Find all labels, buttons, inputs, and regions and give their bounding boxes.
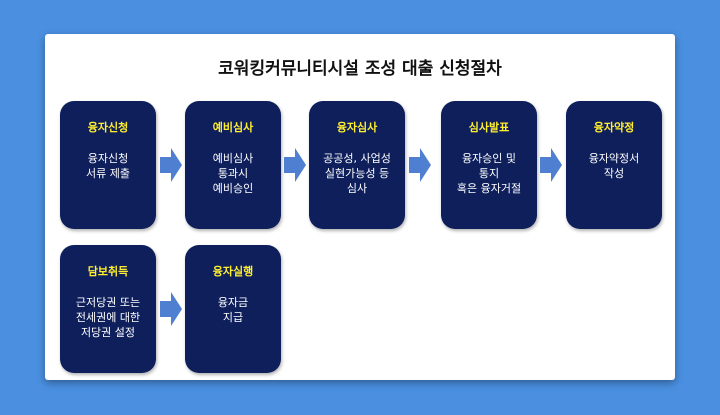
step-box-loan-application: 융자신청 융자신청 서류 제출 (60, 101, 156, 229)
step-box-loan-execution: 융자실행 융자금 지급 (185, 245, 281, 373)
step-title: 융자약정 (593, 121, 635, 134)
step-description: 융자신청 서류 제출 (86, 152, 130, 180)
step-description: 근저당권 또는 전세권에 대한 저당권 설정 (75, 296, 141, 339)
step-description: 융자금 지급 (217, 296, 249, 324)
step-box-loan-agreement: 융자약정 융자약정서 작성 (566, 101, 662, 229)
right-arrow-icon (409, 148, 431, 182)
step-description: 융자승인 및 통지 혹은 융자거절 (456, 152, 522, 195)
step-box-loan-review: 융자심사 공공성, 사업성 실현가능성 등 심사 (309, 101, 405, 229)
step-title: 융자신청 (87, 121, 129, 134)
step-title: 융자심사 (336, 121, 378, 134)
right-arrow-icon (160, 292, 182, 326)
step-title: 융자실행 (212, 265, 254, 278)
diagram-title: 코워킹커뮤니티시설 조성 대출 신청절차 (218, 59, 502, 79)
step-title: 심사발표 (468, 121, 510, 134)
right-arrow-icon (540, 148, 562, 182)
step-box-preliminary-review: 예비심사 예비심사 통과시 예비승인 (185, 101, 281, 229)
right-arrow-icon (160, 148, 182, 182)
slide: 코워킹커뮤니티시설 조성 대출 신청절차 융자신청 융자신청 서류 제출 예비심… (45, 34, 675, 380)
right-arrow-icon (284, 148, 306, 182)
step-description: 공공성, 사업성 실현가능성 등 심사 (323, 152, 391, 195)
step-box-collateral-acquisition: 담보취득 근저당권 또는 전세권에 대한 저당권 설정 (60, 245, 156, 373)
step-title: 담보취득 (87, 265, 129, 278)
step-description: 예비심사 통과시 예비승인 (212, 152, 254, 195)
step-description: 융자약정서 작성 (588, 152, 640, 180)
step-title: 예비심사 (212, 121, 254, 134)
step-box-review-announcement: 심사발표 융자승인 및 통지 혹은 융자거절 (441, 101, 537, 229)
